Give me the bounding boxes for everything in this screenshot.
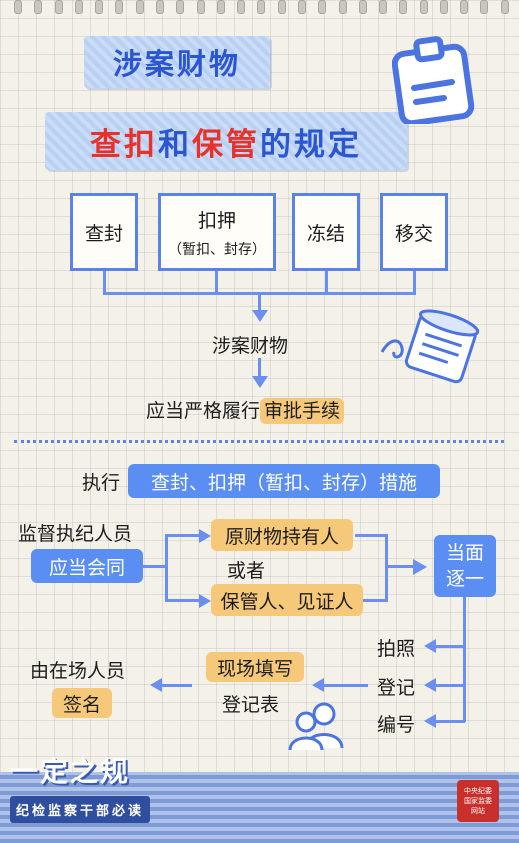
face-to-face-line1: 当面 [445,542,484,564]
box-detain-label: 扣押 [197,209,236,232]
title-part-and: 和 [158,126,192,163]
arrow-right-icon [199,594,211,608]
or-label: 或者 [227,560,266,582]
option-custodian: 保管人、见证人 [211,584,363,616]
sign-badge: 签名 [52,688,112,718]
connector [434,645,465,648]
step-register: 登记 [377,677,416,699]
seal-line-2: 国家监委 [464,797,492,805]
connector [103,292,416,295]
connector [413,271,416,294]
seal-line-3: 网站 [471,807,485,815]
title-part-seize: 查扣 [90,126,158,163]
connector [385,534,388,602]
clipboard-icon [392,36,475,124]
connector [103,271,106,294]
title-part-rules: 的规定 [260,126,362,163]
box-freeze-label: 冻结 [306,222,345,245]
connector [258,294,261,314]
seal-stamp: 中央纪委 国家监委 网站 [457,780,499,822]
title-line-1: 涉案财物 [84,36,270,88]
flow-item-assets: 涉案财物 [212,335,289,357]
document-icon [380,309,480,384]
connector [363,599,387,602]
approval-prefix: 应当严格履行 [146,400,261,422]
box-transfer: 移交 [380,193,448,271]
connector [322,684,368,687]
connector [355,534,387,537]
connector [258,358,261,378]
arrow-down-icon [252,310,268,322]
face-to-face-line2: 逐一 [445,568,484,590]
supervisor-label: 监督执纪人员 [18,523,133,545]
arrow-left-icon [424,678,436,692]
exec-measures-badge: 查封、扣押（暂扣、封存）措施 [128,464,440,498]
connector [160,684,192,687]
sign-prefix: 由在场人员 [30,660,126,682]
box-detain-sub: （暂扣、封存） [168,241,266,258]
connector [434,684,465,687]
box-detain: 扣押 （暂扣、封存） [158,193,276,271]
arrow-left-icon [150,678,162,692]
arrow-right-icon [413,559,427,575]
flow-item-approval: 应当严格履行审批手续 [146,396,345,424]
seal-line-1: 中央纪委 [464,787,492,795]
face-to-face-badge: 当面 逐一 [434,535,496,597]
connector [143,565,167,568]
people-icon [288,702,344,751]
title-line-2: 查扣 和 保管 的规定 [45,112,407,170]
connector [385,565,415,568]
section-divider [14,440,504,443]
form-label: 登记表 [222,694,280,716]
brand-title: 一定之规 [10,755,131,788]
box-transfer-label: 移交 [394,222,433,245]
arrow-left-icon [424,639,436,653]
step-photo: 拍照 [377,638,416,660]
approval-highlight: 审批手续 [260,398,345,424]
brand-subtitle: 纪检监察干部必读 [10,796,151,823]
connector [215,271,218,294]
connector [165,534,168,601]
fill-form-badge: 现场填写 [206,652,304,682]
connector [325,271,328,294]
option-holder: 原财物持有人 [211,519,353,551]
connector [463,597,466,722]
box-seal-label: 查封 [84,222,123,245]
arrow-left-icon [312,678,324,692]
spiral-binding [14,0,509,14]
connector [165,534,201,537]
step-number: 编号 [377,714,416,736]
arrow-left-icon [424,714,436,728]
connector [434,720,465,723]
box-seal: 查封 [70,193,138,271]
title-part-keep: 保管 [192,126,260,163]
connector [165,599,201,602]
must-together-badge: 应当会同 [31,549,143,583]
box-freeze: 冻结 [292,193,360,271]
exec-prefix: 执行 [82,472,121,494]
brand-logo: 一定之规 纪检监察干部必读 [10,750,170,832]
arrow-right-icon [199,529,211,543]
arrow-down-icon [252,376,268,388]
